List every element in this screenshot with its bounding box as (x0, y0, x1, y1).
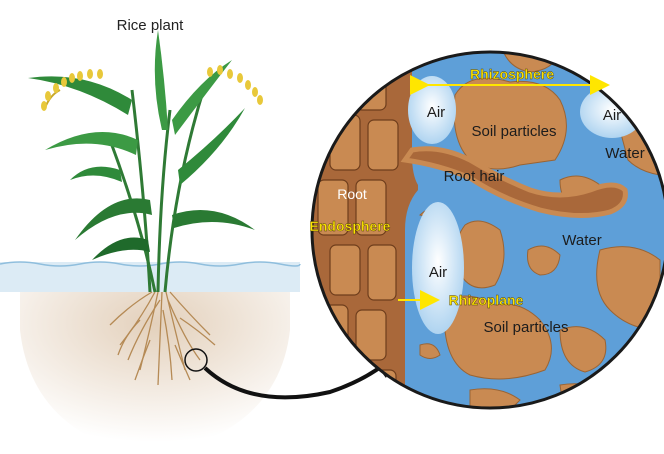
label-soil-particles-top: Soil particles (471, 123, 556, 140)
label-root-hair: Root hair (444, 168, 505, 185)
soil-ground (20, 292, 290, 450)
label-air-bottom: Air (429, 264, 447, 281)
label-water-middle: Water (562, 232, 601, 249)
label-air-top-left: Air (427, 104, 445, 121)
diagram-title: Rice plant (117, 17, 185, 34)
label-air-top-right: Air (603, 107, 621, 124)
label-rhizosphere: Rhizosphere (470, 66, 554, 82)
label-soil-particles-bottom: Soil particles (483, 319, 568, 336)
rice-plant-illustration (0, 30, 300, 450)
label-water-right: Water (605, 145, 644, 162)
plant-leaves (28, 30, 255, 260)
label-rhizoplane: Rhizoplane (449, 292, 524, 308)
label-endosphere: Endosphere (310, 218, 391, 234)
label-root: Root (337, 186, 367, 202)
plant-stems (110, 85, 205, 292)
